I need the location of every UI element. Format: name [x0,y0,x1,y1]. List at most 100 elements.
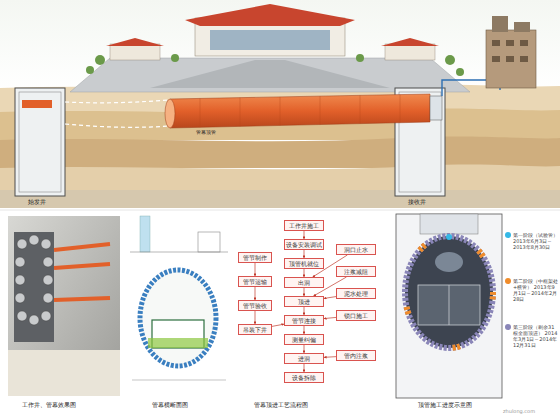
dimension-line [132,380,226,381]
illustration-part [492,40,500,46]
flow-arrow [324,317,336,318]
illustration-part [506,56,514,62]
flow-arrow [304,269,305,277]
part-label: 管幕顶管 [196,129,216,136]
shaft-column [140,216,150,252]
process-box: 管节验收 [238,300,272,311]
watermark: zhulong.com [503,408,535,415]
flow-arrow [255,287,256,300]
part-label: 接收井 [408,198,426,205]
box-text: 泥水处理 [338,290,374,297]
terminal-roof [185,4,355,26]
progress-ring-stage2 [405,236,493,348]
legend-text: 第二阶段（中框架处+横管） 2013年9月1日～2014年2月28日 [513,278,559,302]
flow-arrow [255,263,256,276]
process-box: 顶进 [284,296,324,307]
flow-arrow [324,356,336,358]
divider [0,210,560,211]
soil-layer [0,165,560,190]
box-text: 锁口施工 [338,312,374,319]
planned-path [65,124,170,127]
box-text: 测量纠偏 [286,336,322,343]
illustration-part [95,55,105,65]
inner-wall [449,285,450,325]
plaza [70,58,470,92]
shaft-opening [14,232,54,342]
box-text: 注浆减阻 [338,268,374,275]
flow-arrow [255,311,256,324]
process-box: 管节运输 [238,276,272,287]
flow-arrow [304,250,305,258]
trees [86,54,464,76]
panel-caption: 顶管施工进度示意图 [418,401,472,408]
light-spot [435,252,463,272]
legend-swatch [505,278,511,284]
top-scene [0,0,560,208]
illustration-part [520,40,528,46]
illustration-part [43,293,53,303]
side-roof [381,38,439,46]
road-frame [198,232,220,252]
shaft-lining [19,92,61,192]
sky [0,0,560,92]
illustration-part [17,311,27,321]
process-box: 管节制作 [238,252,272,263]
progress-shaft [396,214,502,398]
terminal-glass [210,30,330,50]
illustration-part [29,235,39,245]
panel-progress [396,214,502,398]
illustration-part [356,54,364,62]
plaza-road [150,60,390,88]
box-text: 设备安装调试 [286,241,322,248]
box-text: 出洞 [286,279,322,286]
panel-cross-section [130,216,228,380]
illustration-part [17,239,27,249]
pipe-segment [22,100,52,108]
box-text: 顶进 [286,298,322,305]
inner-frame [418,285,480,325]
illustration-part [280,97,281,126]
process-box: 锁口施工 [336,310,376,321]
illustration-part [54,264,110,268]
soil-layer [0,190,560,208]
legend-text: 第三阶段（剩余31根全面顶进） 2014年3月1日～2014年12月31日 [513,324,559,348]
panel-caption: 管幕顶进工艺流程图 [254,401,308,408]
flow-arrow [304,364,305,372]
box-text: 进洞 [286,355,322,362]
process-box: 注浆减阻 [336,266,376,277]
panel-caption: 工作井、管幕效果图 [22,401,76,408]
illustration-part [320,96,321,125]
box-text: 管内注浆 [338,352,374,359]
flow-arrow [272,324,284,326]
soil-layer [0,137,560,168]
process-box: 出洞 [284,277,324,288]
pipe-joints [200,95,400,128]
process-box: 管内注浆 [336,350,376,361]
illustration-part [171,54,179,62]
flow-arrow [304,288,305,296]
panel-shaft-render [8,216,120,396]
part-label: 始发井 [28,198,46,205]
illustration-part [400,95,401,123]
legend-text: 第一阶段（试验管） 2013年6月3日～2013年8月30日 [513,232,559,250]
plant-tower [486,30,536,88]
pipe-curtain-ring [140,270,216,366]
box-text: 工作井施工 [286,222,322,229]
flow-arrow [304,345,305,353]
illustration-part [492,56,500,62]
illustration-part [54,298,110,300]
pipe-end [165,99,175,128]
trial-pipe [446,234,452,240]
box-text: 管节制作 [240,254,270,261]
illustration-part [54,244,110,250]
shaft-render [8,216,120,396]
flow-arrow [304,231,305,239]
box-text: 管节运输 [240,278,270,285]
illustration-part [43,275,53,285]
flow-arrow [304,307,305,315]
illustration-part [29,315,39,325]
ground-render [8,350,120,396]
base-slab [148,338,208,348]
illustration-part [445,55,455,65]
